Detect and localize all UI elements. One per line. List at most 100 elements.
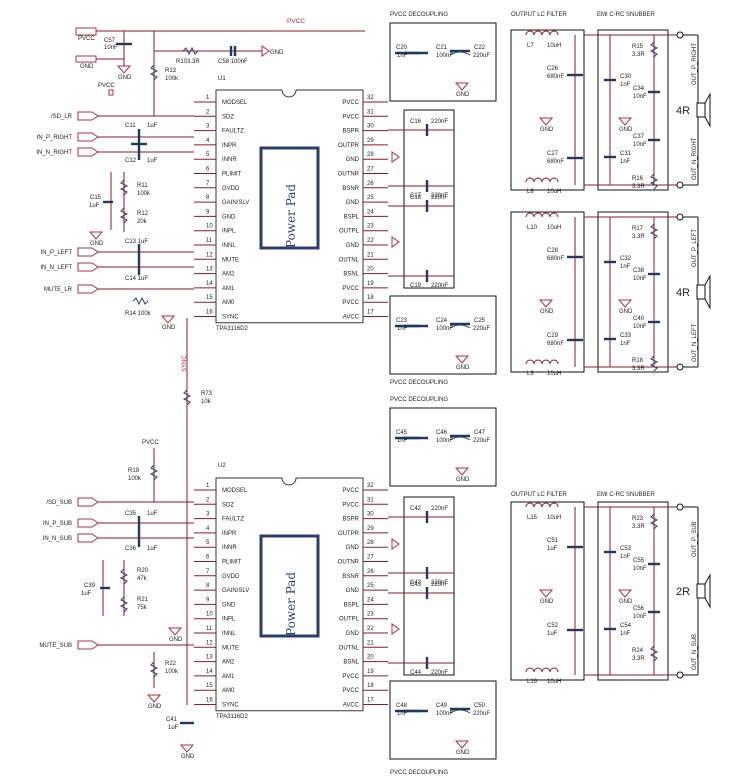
label: 1nF bbox=[620, 631, 631, 637]
svg-text:SYNC: SYNC bbox=[182, 355, 188, 372]
label: 1uF bbox=[147, 123, 158, 129]
label: C41 bbox=[166, 717, 178, 723]
section-title: PVCC DECOUPLING bbox=[390, 380, 448, 386]
label: 10uH bbox=[547, 225, 561, 231]
label: C39 bbox=[84, 583, 96, 589]
cap-ref: C17 bbox=[410, 193, 422, 199]
svg-text:R13: R13 bbox=[165, 68, 177, 74]
output-net-label: OUT_N_RIGHT bbox=[692, 137, 698, 180]
resistor bbox=[132, 296, 149, 306]
lc-filter-box bbox=[510, 501, 585, 681]
power-pad bbox=[259, 146, 320, 250]
gnd-symbol bbox=[454, 355, 470, 364]
gnd-symbol bbox=[179, 744, 195, 753]
pin-name: GND bbox=[346, 588, 360, 594]
pin-number: 8 bbox=[206, 583, 210, 589]
pin-number: 6 bbox=[206, 167, 210, 173]
pin-number: 18 bbox=[367, 295, 374, 301]
pin-number: 1 bbox=[206, 483, 210, 489]
inductor bbox=[525, 212, 559, 218]
label: 75k bbox=[137, 605, 148, 611]
c57-value: 10nF bbox=[104, 45, 118, 51]
input-label: MUTE_LR bbox=[44, 287, 73, 293]
pin-name: PVCC bbox=[342, 688, 359, 694]
cap-ref: C16 bbox=[410, 119, 422, 125]
label: 3.3R bbox=[632, 656, 645, 662]
pin-name: PVCC bbox=[342, 300, 359, 306]
pin-name: AM1 bbox=[222, 286, 235, 292]
pin-name: INPR bbox=[222, 143, 237, 149]
input-label: /SD_SUB bbox=[46, 500, 72, 506]
cap-value: 220nF bbox=[431, 283, 448, 289]
label: 1uF bbox=[81, 591, 92, 597]
gnd-label: GND bbox=[619, 127, 633, 133]
label: 3.3R bbox=[632, 52, 645, 58]
pin-number: 7 bbox=[206, 569, 210, 575]
svg-text:PVCC: PVCC bbox=[98, 83, 115, 89]
pin-name: AM1 bbox=[222, 674, 235, 680]
pin-name: INNL bbox=[222, 631, 236, 637]
gnd-label: GND bbox=[169, 637, 183, 643]
input-label: /SD_LR bbox=[51, 114, 73, 120]
pin-name: OUTPR bbox=[338, 143, 360, 149]
label: C46 bbox=[436, 430, 448, 436]
pin-number: 12 bbox=[206, 640, 213, 646]
pin-number: 30 bbox=[367, 124, 374, 130]
speaker-icon bbox=[696, 284, 706, 300]
pin-number: 9 bbox=[206, 597, 210, 603]
label: 1uF bbox=[547, 546, 558, 552]
input-label: MUTE_SUB bbox=[39, 643, 72, 649]
cap-ref: C19 bbox=[410, 283, 422, 289]
inductor bbox=[525, 502, 559, 508]
label: C29 bbox=[547, 333, 559, 339]
chip-body bbox=[215, 89, 364, 324]
pvcc-port bbox=[75, 27, 97, 36]
label: 10uH bbox=[547, 43, 561, 49]
pin-name: MUTE bbox=[222, 645, 239, 651]
label: 100nF bbox=[436, 326, 453, 332]
label: 1uF bbox=[89, 203, 100, 209]
label: 20k bbox=[137, 219, 148, 225]
label: 100k bbox=[128, 476, 142, 482]
label: 1nF bbox=[397, 438, 408, 444]
speaker-impedance: 4R bbox=[676, 287, 690, 299]
label: 1nF bbox=[620, 159, 631, 165]
label: C26 bbox=[547, 66, 559, 72]
label: 10uH bbox=[547, 189, 561, 195]
label: C53 bbox=[620, 546, 632, 552]
pin-name: GND bbox=[346, 243, 360, 249]
pin-number: 22 bbox=[367, 626, 374, 632]
pin-number: 13 bbox=[206, 655, 213, 661]
cap-value: 220nF bbox=[431, 195, 448, 201]
output-terminal bbox=[676, 213, 684, 221]
label: C49 bbox=[436, 703, 448, 709]
resistor bbox=[649, 223, 659, 240]
input-port bbox=[77, 640, 99, 650]
gnd-symbol bbox=[160, 315, 176, 324]
pin-name: PVCC bbox=[342, 114, 359, 120]
pin-number: 23 bbox=[367, 612, 374, 618]
pin-number: 17 bbox=[367, 698, 374, 704]
output-terminal bbox=[676, 363, 684, 371]
decoupling-box bbox=[389, 407, 497, 487]
input-port bbox=[77, 111, 99, 121]
inductor bbox=[525, 177, 559, 183]
pin-name: OUTPR bbox=[338, 531, 360, 537]
pin-number: 2 bbox=[206, 109, 210, 115]
label: 3.3R bbox=[632, 234, 645, 240]
cap-ref: C44 bbox=[410, 670, 422, 676]
pin-number: 3 bbox=[206, 512, 210, 518]
gnd-label: GND bbox=[456, 477, 470, 483]
input-port bbox=[77, 497, 99, 507]
pin-number: 26 bbox=[367, 181, 374, 187]
input-port bbox=[77, 132, 99, 142]
label: R12 bbox=[137, 211, 149, 217]
label: 10uH bbox=[547, 679, 561, 685]
pin-name: PLIMIT bbox=[222, 172, 242, 178]
pin-name: SYNC bbox=[222, 315, 239, 321]
input-label: IN_N_SUB bbox=[43, 536, 72, 542]
label: 100k bbox=[137, 191, 151, 197]
pin-number: 27 bbox=[367, 555, 374, 561]
power-pad-label: Power Pad bbox=[284, 184, 298, 248]
gnd-symbol bbox=[88, 231, 104, 240]
